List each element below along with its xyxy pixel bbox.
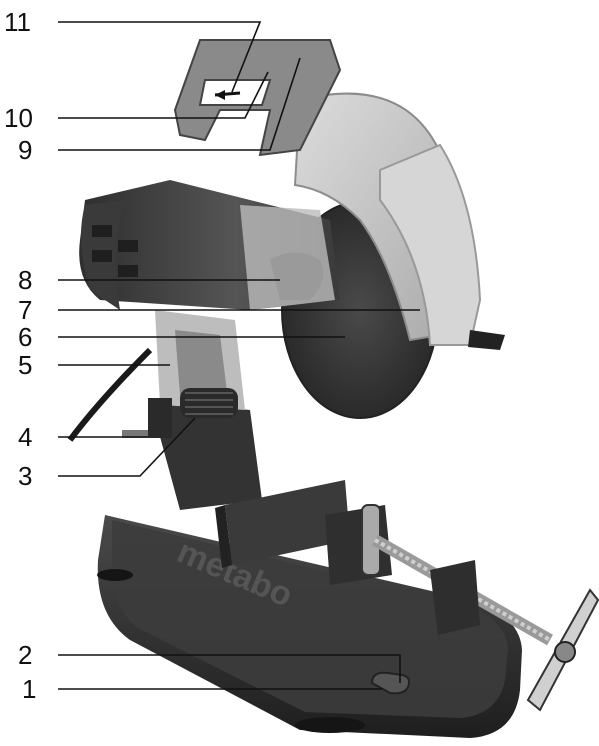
power-cord [67, 347, 153, 442]
leader-lines [58, 21, 420, 690]
moving-guard [379, 143, 505, 350]
leader-2 [58, 654, 401, 683]
vise-handle [526, 588, 599, 712]
callout-11: 11 [4, 7, 31, 37]
quick-vise [325, 504, 553, 646]
callout-2: 2 [18, 640, 32, 670]
workpiece-fence [215, 480, 350, 568]
pivot-column [150, 310, 262, 510]
callout-5: 5 [18, 350, 32, 380]
callout-1: 1 [22, 674, 36, 704]
callout-10: 10 [4, 103, 33, 133]
operating-handle [173, 39, 342, 157]
callout-9: 9 [18, 135, 32, 165]
callout-4: 4 [18, 422, 32, 452]
depth-stop-bolt [122, 398, 172, 438]
callout-labels: 11 10 9 8 7 6 5 4 3 2 1 [4, 7, 36, 704]
leader-9 [58, 57, 301, 151]
motor-vents [92, 225, 138, 277]
callout-8: 8 [18, 265, 32, 295]
motor-housing [79, 180, 340, 310]
callout-7: 7 [18, 295, 32, 325]
return-spring [180, 388, 238, 418]
leader-10 [58, 71, 269, 119]
callout-3: 3 [18, 461, 32, 491]
base-plate: metabo [97, 515, 522, 738]
leader-3 [58, 417, 196, 477]
leader-11 [58, 21, 262, 93]
callout-6: 6 [18, 322, 32, 352]
